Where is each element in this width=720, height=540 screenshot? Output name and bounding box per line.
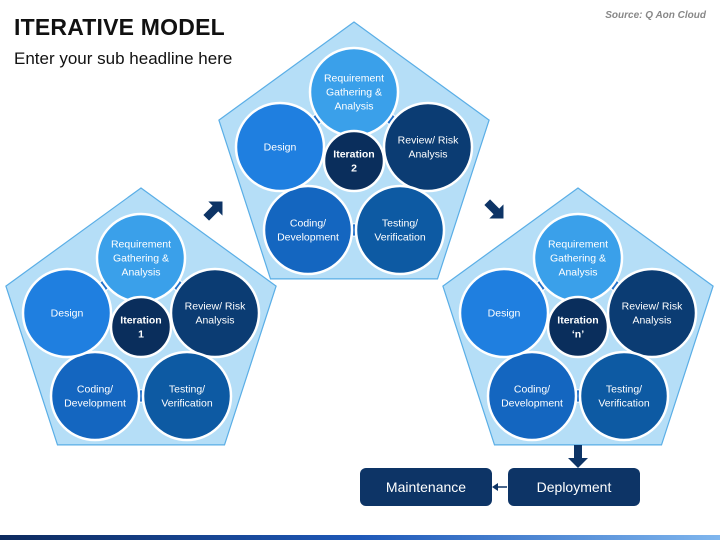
page-title: ITERATIVE MODEL (14, 14, 225, 40)
requirement-label-line: Gathering & (550, 253, 606, 265)
testing-label-line: Verification (374, 232, 426, 244)
testing-label: Testing/Verification (598, 384, 650, 410)
footer-bar (0, 535, 720, 540)
deployment-box (508, 468, 640, 506)
source-label: Source: Q Aon Cloud (605, 10, 706, 21)
review-label-line: Analysis (408, 149, 447, 161)
iteration-1-center-label-line: Iteration (120, 315, 161, 327)
coding-circle (49, 350, 141, 442)
testing-label-line: Testing/ (169, 384, 205, 396)
iteration-n-center-label-line: Iteration (557, 315, 598, 327)
design-circle (234, 101, 326, 193)
iteration-2-center-label-line: 2 (351, 163, 357, 175)
iteration-1-center-label: Iteration 1 (120, 315, 161, 341)
coding-label: Coding/Development (64, 384, 126, 410)
coding-label-line: Development (501, 398, 563, 410)
iteration-arrow-1-to-2 (203, 201, 223, 221)
deploy-to-maintenance-arrowhead (492, 483, 498, 491)
review-circle (606, 267, 698, 359)
coding-circle (486, 350, 578, 442)
design-label-line: Design (51, 308, 84, 320)
review-circle (169, 267, 261, 359)
testing-label: Testing/Verification (161, 384, 213, 410)
design-label: Design (488, 308, 521, 320)
requirement-label-line: Requirement (324, 73, 384, 85)
iteration-n-center-circle (546, 295, 610, 359)
iteration-1-center-label-line: 1 (138, 329, 144, 341)
testing-circle (141, 350, 233, 442)
maintenance-box-label: Maintenance (386, 479, 466, 495)
testing-label-line: Verification (598, 398, 650, 410)
design-circle (21, 267, 113, 359)
requirement-label-line: Requirement (111, 239, 171, 251)
review-label-line: Review/ Risk (185, 301, 246, 313)
requirement-label-line: Analysis (558, 267, 597, 279)
page-subtitle: Enter your sub headline here (14, 49, 233, 68)
iteration-n-center-label-line: ‘n’ (572, 329, 584, 341)
review-circle (382, 101, 474, 193)
maintenance-box (360, 468, 492, 506)
coding-label-line: Coding/ (77, 384, 113, 396)
iteration-2-center-label: Iteration 2 (333, 149, 374, 175)
design-label-line: Design (264, 142, 297, 154)
review-label-line: Analysis (632, 315, 671, 327)
design-label: Design (264, 142, 297, 154)
coding-label-line: Development (64, 398, 126, 410)
testing-label-line: Testing/ (606, 384, 642, 396)
review-label-line: Analysis (195, 315, 234, 327)
iteration-arrow-2-to-n (484, 199, 504, 219)
review-label-line: Review/ Risk (622, 301, 683, 313)
coding-label: Coding/Development (501, 384, 563, 410)
coding-label: Coding/Development (277, 218, 339, 244)
iteration-1-center-circle (109, 295, 173, 359)
review-label-line: Review/ Risk (398, 135, 459, 147)
coding-label-line: Coding/ (514, 384, 550, 396)
design-label: Design (51, 308, 84, 320)
coding-label-line: Coding/ (290, 218, 326, 230)
design-label-line: Design (488, 308, 521, 320)
iteration-n-center-label: Iteration ‘n’ (557, 315, 598, 341)
requirement-label-line: Gathering & (326, 87, 382, 99)
deployment-box-label: Deployment (537, 479, 612, 495)
design-circle (458, 267, 550, 359)
testing-label-line: Testing/ (382, 218, 418, 230)
iteration-2-center-circle (322, 129, 386, 193)
deployment-down-arrow (568, 445, 588, 468)
iteration-2-center-label-line: Iteration (333, 149, 374, 161)
coding-label-line: Development (277, 232, 339, 244)
testing-label-line: Verification (161, 398, 213, 410)
testing-circle (354, 184, 446, 276)
coding-circle (262, 184, 354, 276)
testing-label: Testing/Verification (374, 218, 426, 244)
testing-circle (578, 350, 670, 442)
requirement-label-line: Analysis (121, 267, 160, 279)
requirement-label-line: Gathering & (113, 253, 169, 265)
requirement-label-line: Requirement (548, 239, 608, 251)
requirement-label-line: Analysis (334, 101, 373, 113)
